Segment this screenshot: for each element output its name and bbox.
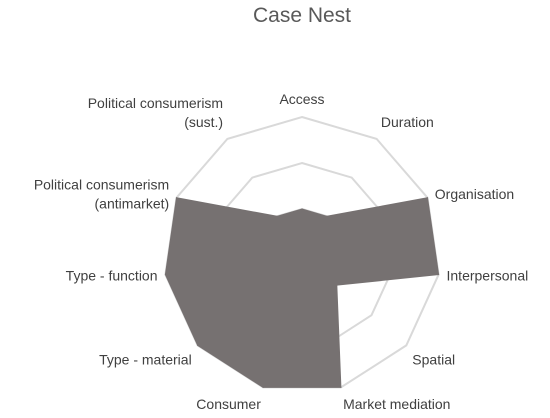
axis-label-2: Organisation <box>435 186 514 202</box>
axis-label-4: Spatial <box>412 352 455 368</box>
axis-label-line: Interpersonal <box>447 267 529 283</box>
data-point-4 <box>336 284 338 286</box>
radar-series-area <box>164 197 440 388</box>
axis-label-0: Access <box>279 91 324 107</box>
chart-title: Case Nest <box>253 4 351 27</box>
axis-label-line: involvement <box>186 415 261 418</box>
axis-label-line: (sust.) <box>184 114 223 130</box>
data-point-9 <box>176 197 177 199</box>
series-area-0 <box>164 197 440 388</box>
axis-label-line: Market mediation <box>343 396 450 412</box>
axis-label-line: Organisation <box>435 186 514 202</box>
axis-label-7: Type - material <box>99 352 192 368</box>
data-point-1 <box>326 215 328 217</box>
axis-label-10: Political consumerism (sust.) <box>88 95 223 130</box>
axis-label-line: (antimarket) <box>95 195 170 211</box>
axis-label-1: Duration <box>381 114 434 130</box>
axis-labels: AccessDurationOrganisationInterpersonalS… <box>34 91 528 418</box>
data-point-8 <box>164 274 166 276</box>
axis-label-6: Consumer involvement <box>186 396 261 418</box>
axis-label-5: Market mediation <box>343 396 450 412</box>
data-point-7 <box>197 344 199 346</box>
data-point-6 <box>262 386 264 388</box>
data-point-5 <box>340 386 342 388</box>
axis-label-line: Political consumerism <box>34 176 169 192</box>
axis-label-line: Spatial <box>412 352 455 368</box>
axis-label-line: Consumer <box>196 396 261 412</box>
data-point-0 <box>301 208 303 210</box>
axis-label-line: Type - function <box>66 267 158 283</box>
axis-label-line: Type - material <box>99 352 192 368</box>
data-point-2 <box>427 197 428 199</box>
axis-label-line: Duration <box>381 114 434 130</box>
axis-label-line: Access <box>279 91 324 107</box>
data-point-3 <box>438 274 440 276</box>
axis-label-3: Interpersonal <box>447 267 529 283</box>
data-point-10 <box>276 215 278 217</box>
axis-label-9: Political consumerism (antimarket) <box>34 176 169 211</box>
axis-label-8: Type - function <box>66 267 158 283</box>
axis-label-line: Political consumerism <box>88 95 223 111</box>
